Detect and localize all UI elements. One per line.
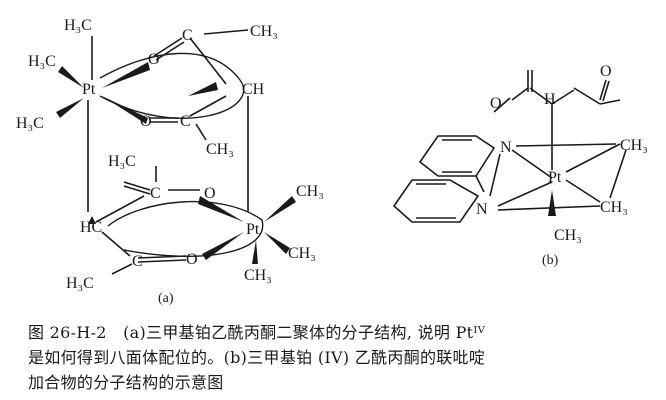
- atom-label-h-b: H: [544, 91, 556, 108]
- atom-label-c-upper-1: C: [182, 27, 193, 44]
- atom-label-hc-lower: HC: [80, 219, 102, 236]
- bond-lines: [87, 29, 627, 275]
- atom-label-h3c-lower-left: H₃C: [16, 115, 44, 132]
- atom-label-h3c-top: H₃C: [64, 17, 92, 34]
- caption-line-2: 是如何得到八面体配位的。(b)三甲基铂 (IV) 乙酰丙酮的联吡啶: [28, 348, 486, 367]
- atom-label-ch3-upper-2: CH₃: [206, 141, 234, 158]
- atom-label-o-lower-2: O: [186, 251, 198, 268]
- wedge-bonds: [56, 62, 556, 264]
- atom-label-c-lower-1: C: [150, 185, 161, 202]
- atom-label-h3c-lower: H₃C: [108, 153, 136, 170]
- atom-label-o-lower-1: O: [204, 185, 216, 202]
- atom-label-ch-upper: CH: [242, 81, 265, 98]
- atom-label-pt-lower: Pt: [246, 221, 260, 238]
- atom-label-ch3-b-2: CH₃: [600, 199, 628, 216]
- caption-line-3: 加合物的分子结构的示意图: [28, 373, 224, 392]
- atom-label-h3c-bottom: H₃C: [66, 275, 94, 292]
- atom-label-pt-b: Pt: [548, 169, 562, 186]
- atom-label-n-lower: N: [476, 201, 488, 218]
- atom-label-o-upper-2: O: [140, 113, 152, 130]
- structure-figure: H₃C H₃C H₃C Pt O C CH₃ CH O C CH₃ H₃C C …: [16, 17, 648, 306]
- atom-label-h3c-left: H₃C: [28, 53, 56, 70]
- figure-caption: 图 26-H-2 (a)三甲基铂乙酰丙酮二聚体的分子结构, 说明 Ptᴵⱽ 是如…: [28, 320, 652, 395]
- part-b-label: (b): [542, 253, 559, 268]
- structure-diagram: H₃C H₃C H₃C Pt O C CH₃ CH O C CH₃ H₃C C …: [16, 17, 648, 306]
- atom-label-o-b-left: O: [490, 95, 502, 112]
- atom-label-ch3-lower-1: CH₃: [296, 183, 324, 200]
- part-a-label: (a): [158, 291, 174, 306]
- atom-labels: H₃C H₃C H₃C Pt O C CH₃ CH O C CH₃ H₃C C …: [16, 17, 648, 306]
- caption-line-1: 图 26-H-2 (a)三甲基铂乙酰丙酮二聚体的分子结构, 说明 Ptᴵⱽ: [28, 323, 486, 342]
- atom-label-n-upper: N: [500, 139, 512, 156]
- atom-label-ch3-b-3: CH₃: [554, 227, 582, 244]
- atom-label-ch3-b-1: CH₃: [620, 137, 648, 154]
- atom-label-c-lower-2: C: [132, 253, 143, 270]
- atom-label-o-upper-1: O: [148, 51, 160, 68]
- atom-label-o-b-right: O: [600, 63, 612, 80]
- atom-label-ch3-lower-2: CH₃: [288, 245, 316, 262]
- atom-label-pt-upper: Pt: [82, 81, 96, 98]
- atom-label-ch3-upper-1: CH₃: [250, 23, 278, 40]
- atom-label-ch3-lower-3: CH₃: [244, 267, 272, 284]
- atom-label-c-upper-2: C: [180, 113, 191, 130]
